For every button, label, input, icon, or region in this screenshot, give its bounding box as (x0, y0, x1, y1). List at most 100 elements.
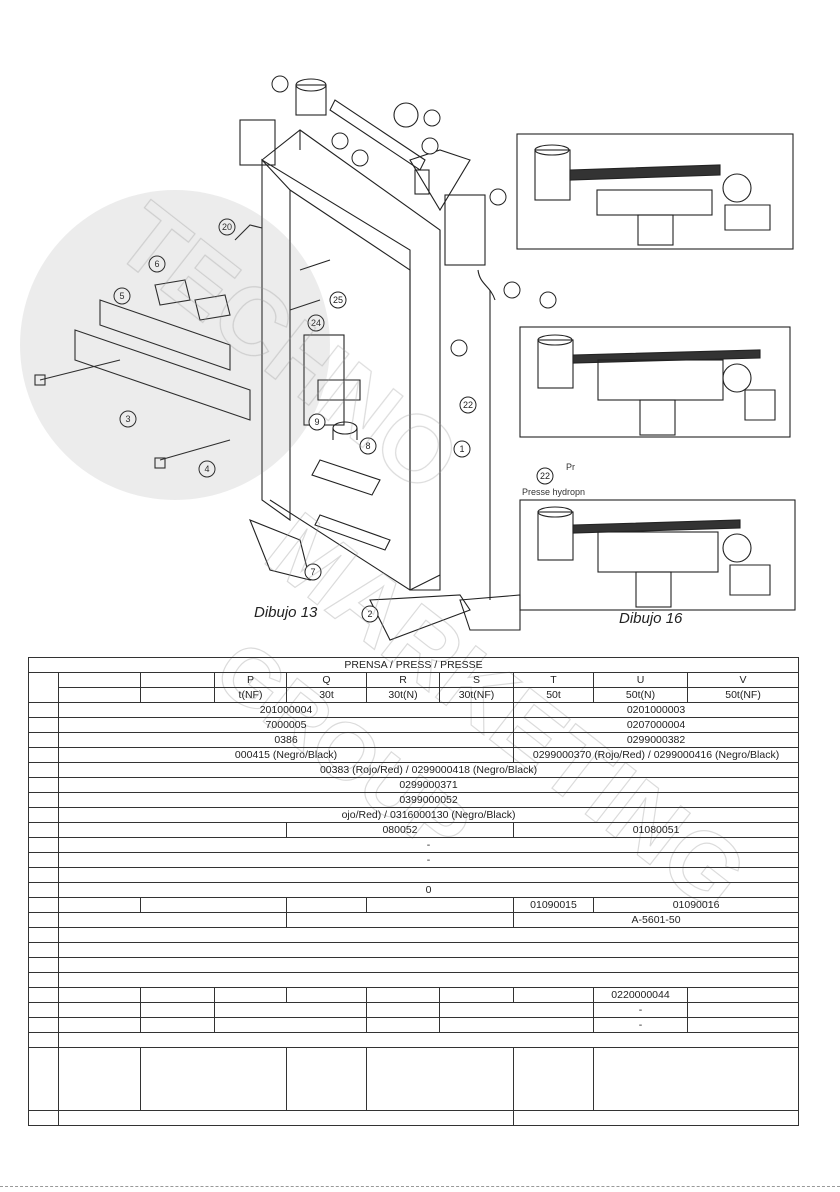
table-cell (28, 927, 59, 943)
drawing-13-caption: Dibujo 13 (254, 604, 318, 621)
press-frame (249, 129, 521, 641)
col-letter-r: R (366, 672, 440, 688)
table-row: - (28, 837, 800, 853)
table-cell (28, 852, 59, 868)
callout-6: 6 (154, 259, 159, 269)
col-letter-q: Q (286, 672, 367, 688)
table-cell (57, 1032, 800, 1048)
table-cell: 0201000003 (512, 702, 800, 718)
table-cell (58, 1017, 141, 1033)
table-row: 0 (28, 882, 800, 898)
table-cell (28, 912, 59, 928)
table-cell: 01080051 (512, 822, 800, 838)
table-cell (512, 1110, 800, 1126)
callout-7: 7 (310, 567, 315, 577)
table-cell: 080052 (286, 822, 514, 838)
left-parts (34, 224, 331, 469)
table-cell (58, 822, 287, 838)
table-cell (513, 987, 594, 1003)
table-cell (58, 1047, 141, 1111)
table-row: 000415 (Negro/Black)0299000370 (Rojo/Red… (28, 747, 800, 763)
table-cell: 0399000052 (57, 792, 800, 808)
table-cell: 0299000382 (512, 732, 800, 748)
table-cell (214, 1017, 367, 1033)
note-text: Pr (566, 462, 575, 472)
table-cell: 0 (57, 882, 800, 898)
table-cell (439, 987, 514, 1003)
table-cell (28, 807, 59, 823)
table-cell (28, 777, 59, 793)
table-row: 00383 (Rojo/Red) / 0299000418 (Negro/Bla… (28, 762, 800, 778)
table-cell (28, 957, 59, 973)
callout-20: 20 (222, 222, 232, 232)
tonnage-cell (58, 687, 141, 703)
table-cell: 01090016 (592, 897, 800, 913)
table-cell (57, 972, 800, 988)
table-cell (686, 987, 800, 1003)
table-row (28, 942, 800, 958)
table-row (28, 1047, 800, 1111)
table-cell (439, 1017, 594, 1033)
table-cell: 201000004 (58, 702, 514, 718)
table-cell: - (593, 1017, 688, 1033)
table-cell (366, 897, 514, 913)
table-cell (58, 987, 141, 1003)
table-cell (286, 897, 367, 913)
col-letter-s: S (439, 672, 514, 688)
tonnage-cell: 50t(NF) (686, 687, 800, 703)
table-cell: 00383 (Rojo/Red) / 0299000418 (Negro/Bla… (57, 762, 800, 778)
table-cell (286, 987, 367, 1003)
spec-table: PRENSA / PRESS / PRESSE P Q R S T U V t(… (27, 657, 800, 1126)
table-cell (28, 882, 59, 898)
table-row (28, 957, 800, 973)
callout-2: 2 (367, 609, 372, 619)
col-letter-t: T (513, 672, 594, 688)
panel-3 (519, 499, 796, 611)
exploded-view-drawings: 20 6 5 3 4 25 24 9 8 22 1 7 2 22 (34, 75, 796, 641)
table-row: t(NF) 30t 30t(N) 30t(NF) 50t 50t(N) 50t(… (29, 687, 800, 703)
table-cell: - (57, 852, 800, 868)
table-cell (140, 1017, 215, 1033)
table-cell (28, 1047, 59, 1111)
tonnage-cell: 50t(N) (593, 687, 688, 703)
tonnage-cell (140, 687, 215, 703)
table-cell (686, 1002, 800, 1018)
table-cell: A-5601-50 (512, 912, 800, 928)
table-cell (28, 732, 59, 748)
table-cell: 01090015 (513, 897, 594, 913)
table-row: P Q R S T U V (28, 672, 800, 703)
table-cell (140, 1002, 215, 1018)
table-cell (513, 1047, 594, 1111)
table-cell (214, 987, 287, 1003)
table-cell: 0299000370 (Rojo/Red) / 0299000416 (Negr… (512, 747, 800, 763)
table-cell: 0299000371 (57, 777, 800, 793)
table-cell (28, 672, 59, 703)
callout-8: 8 (365, 441, 370, 451)
table-cell (366, 1017, 440, 1033)
callout-3: 3 (125, 414, 130, 424)
table-title: PRENSA / PRESS / PRESSE (27, 657, 800, 673)
table-row: ojo/Red) / 0316000130 (Negro/Black) (28, 807, 800, 823)
table-cell (28, 897, 59, 913)
table-cell (439, 1002, 594, 1018)
table-row: - (28, 852, 800, 868)
top-assembly (239, 78, 486, 266)
table-cell (58, 897, 141, 913)
table-cell (28, 822, 59, 838)
callout-4: 4 (204, 464, 209, 474)
table-cell (28, 1002, 59, 1018)
table-cell (58, 1110, 514, 1126)
col-letter-p: P (214, 672, 287, 688)
table-cell: 0220000044 (593, 987, 688, 1003)
table-cell (28, 792, 59, 808)
note-callout-22: 22 (540, 471, 550, 481)
table-cell (286, 1047, 367, 1111)
table-cell (28, 837, 59, 853)
table-cell (28, 867, 59, 883)
col-letter (58, 672, 141, 688)
table-cell: 7000005 (58, 717, 514, 733)
table-cell: 000415 (Negro/Black) (58, 747, 514, 763)
table-row (28, 927, 800, 943)
callout-9: 9 (314, 417, 319, 427)
